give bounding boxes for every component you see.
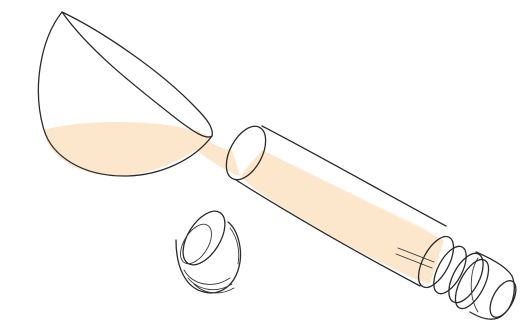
cap-thread-3: [194, 284, 234, 293]
scoop-rim: [62, 12, 212, 137]
cap-thread-4: [230, 228, 239, 264]
screw-cap: [174, 204, 240, 293]
tube-end-ring-3: [442, 248, 490, 308]
scoop-liquid: [44, 122, 212, 176]
formula-tube: [218, 120, 521, 321]
measuring-scoop: [38, 12, 212, 176]
cap-inner: [174, 219, 218, 269]
plunger-cap-tip: [485, 277, 521, 322]
cap-thread-1: [184, 270, 230, 284]
tube-liquid: [240, 150, 444, 284]
